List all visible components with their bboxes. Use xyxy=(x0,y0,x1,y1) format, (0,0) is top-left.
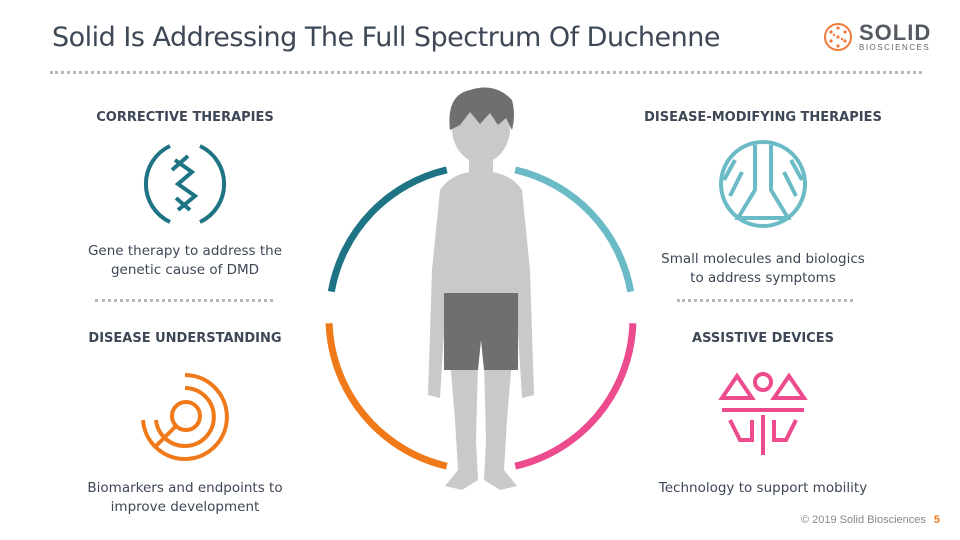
description-disease-modifying-therapies: Small molecules and biologics to address… xyxy=(661,251,865,286)
heading-disease-modifying-therapies: DISEASE-MODIFYING THERAPIES xyxy=(644,110,882,125)
copyright-text: © 2019 Solid Biosciences xyxy=(800,514,926,526)
heading-assistive-devices: ASSISTIVE DEVICES xyxy=(692,331,834,346)
arc-understanding xyxy=(325,323,448,470)
logo-subtext: BIOSCIENCES xyxy=(859,42,931,52)
arc-corrective xyxy=(327,166,448,293)
company-logo: SOLID BIOSCIENCES xyxy=(823,19,932,52)
arc-disease-modifying xyxy=(514,166,635,293)
person-support-icon xyxy=(718,372,808,455)
slide-title: Solid Is Addressing The Full Spectrum Of… xyxy=(52,22,720,53)
title-divider xyxy=(50,71,922,74)
flask-icon xyxy=(719,140,807,228)
child-figure-icon xyxy=(428,87,534,490)
heading-corrective-therapies: CORRECTIVE THERAPIES xyxy=(96,110,274,125)
arc-assistive xyxy=(514,323,637,470)
dna-helix-icon xyxy=(143,144,227,224)
heading-disease-understanding: DISEASE UNDERSTANDING xyxy=(88,331,282,346)
description-disease-understanding: Biomarkers and endpoints to improve deve… xyxy=(87,480,283,515)
footer: © 2019 Solid Biosciences 5 xyxy=(801,514,940,526)
left-divider xyxy=(95,299,273,302)
logo-mark-icon xyxy=(824,23,852,51)
logo-text: SOLID xyxy=(859,19,932,45)
right-divider xyxy=(677,299,853,302)
page-number: 5 xyxy=(933,514,940,526)
description-corrective-therapies: Gene therapy to address the genetic caus… xyxy=(87,243,283,278)
description-assistive-devices: Technology to support mobility xyxy=(658,480,868,496)
magnifier-maze-icon xyxy=(141,373,229,461)
